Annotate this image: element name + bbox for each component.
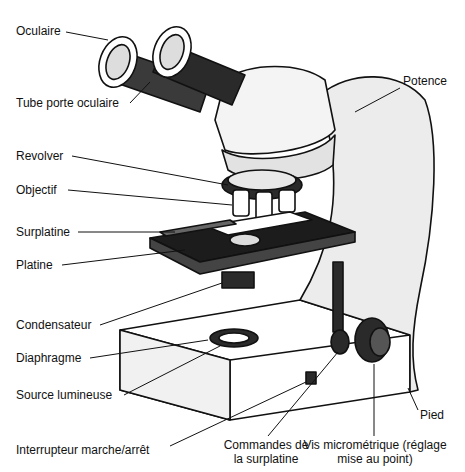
leader-line	[78, 232, 175, 233]
part-label: Revolver	[16, 149, 63, 163]
revolver-ring	[228, 170, 296, 190]
leader-line	[62, 250, 185, 265]
leader-line	[130, 82, 150, 103]
part-label: Condensateur	[16, 318, 91, 332]
stage-control-rod	[333, 262, 343, 332]
leader-line	[355, 88, 400, 112]
part-label: Objectif	[16, 183, 57, 197]
leader-line	[90, 340, 208, 358]
eyepiece-right-inner	[156, 31, 189, 72]
leader-line	[124, 346, 220, 395]
part-label: Platine	[16, 258, 53, 272]
leader-line	[72, 156, 228, 185]
part-label: Tube porte oculaire	[16, 96, 119, 110]
part-label: Interrupteur marche/arrêt	[16, 443, 149, 457]
leader-line	[268, 352, 338, 436]
leader-line	[374, 364, 375, 436]
leader-line	[170, 382, 306, 446]
light-source-glass	[219, 333, 249, 343]
part-label: Oculaire	[16, 24, 61, 38]
fine-knob	[370, 328, 390, 356]
stage-edge	[150, 232, 355, 274]
light-source	[210, 329, 258, 347]
part-label: Pied	[420, 408, 444, 422]
coarse-knob	[355, 318, 389, 362]
eyepiece-right	[146, 21, 198, 82]
part-label: Vis micrométrique (réglage mise au point…	[300, 438, 450, 466]
part-label: Diaphragme	[16, 351, 81, 365]
eyepiece-left	[92, 31, 144, 92]
part-label: Surplatine	[16, 225, 70, 239]
leader-lines	[62, 32, 418, 446]
part-label: Commandes de la surplatine	[218, 438, 314, 466]
leader-line	[408, 388, 418, 410]
power-switch	[306, 372, 316, 384]
surplatine-clip	[160, 220, 236, 236]
leader-line	[68, 190, 232, 205]
part-label: Potence	[403, 74, 447, 88]
condenser	[222, 272, 254, 288]
objective-3	[279, 190, 295, 212]
stage-hole	[230, 234, 260, 246]
leader-line	[66, 32, 108, 40]
objective-1	[233, 190, 249, 216]
eyepiece-left-inner	[102, 41, 135, 82]
part-label: Source lumineuse	[16, 388, 112, 402]
stage-knob	[331, 330, 349, 354]
leader-line	[100, 283, 222, 325]
